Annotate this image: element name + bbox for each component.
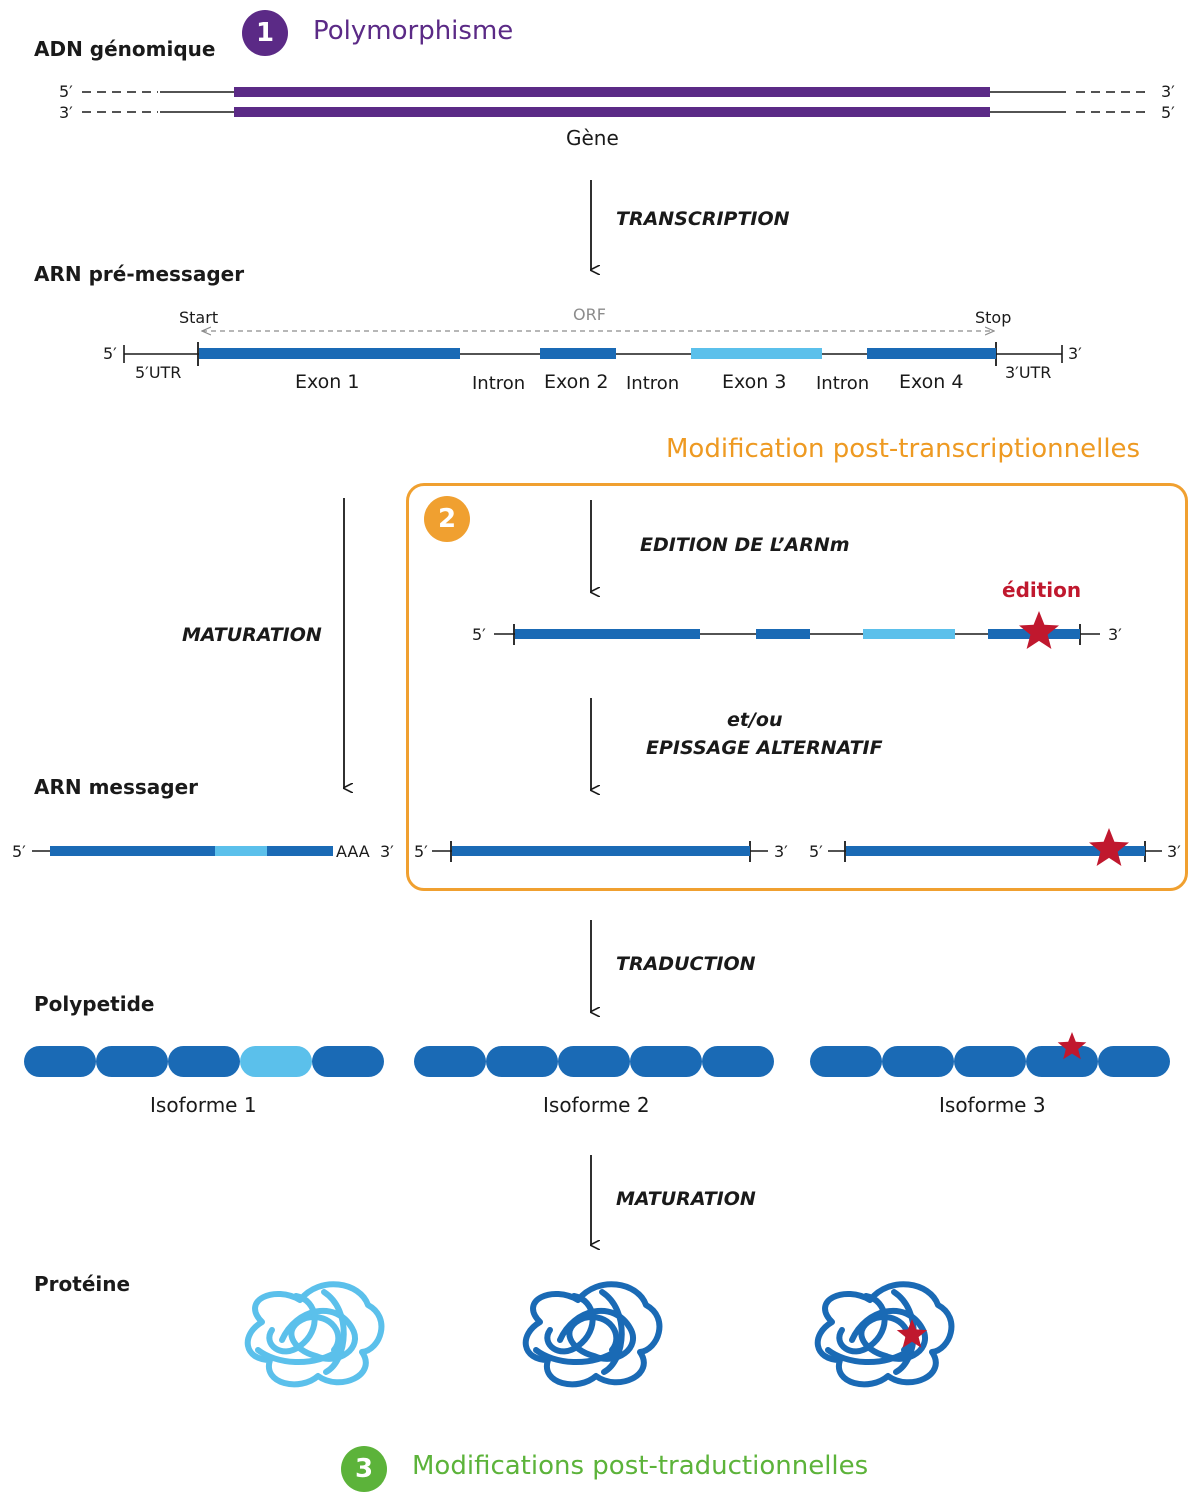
- edited-mrna-3prime: 3′: [1108, 625, 1122, 644]
- spliced-2-3prime: 3′: [1167, 842, 1181, 861]
- label-adn-genomique: ADN génomique: [34, 37, 216, 61]
- intron-1-label: Intron: [472, 373, 526, 394]
- mature-mrna-5prime: 5′: [12, 842, 26, 861]
- mature-mrna: [32, 846, 333, 856]
- post-transcriptional-box: [406, 483, 1188, 891]
- edition-label: édition: [1002, 578, 1082, 602]
- exon-1-label: Exon 1: [295, 371, 360, 393]
- spliced-mrna-2: [828, 828, 1162, 866]
- edit-star-protein: [896, 1319, 928, 1348]
- edited-mrna-5prime: 5′: [472, 625, 486, 644]
- utr3-label: 3′UTR: [1005, 363, 1052, 382]
- exon-1-bar: [199, 348, 460, 359]
- poly-a-tail: AAA: [336, 842, 370, 861]
- step-edition: EDITION DE L’ARNm: [640, 534, 850, 556]
- mature-mrna-3prime: 3′: [380, 842, 394, 861]
- spliced-1-3prime: 3′: [774, 842, 788, 861]
- exon-4-label: Exon 4: [899, 371, 964, 393]
- badge-2: 2: [424, 496, 470, 542]
- edit-star: [1019, 611, 1059, 649]
- dna-top-3prime: 3′: [1161, 82, 1175, 101]
- genomic-dna: [82, 87, 1150, 117]
- exon-3-bar: [691, 348, 822, 359]
- edit-star-polypeptide: [1057, 1032, 1087, 1060]
- step-epissage: EPISSAGE ALTERNATIF: [646, 737, 883, 759]
- polypeptide-isoform-2: [414, 1046, 774, 1077]
- spliced-mrna-1: [432, 841, 768, 862]
- label-arn-pre-messager: ARN pré-messager: [34, 262, 245, 286]
- title-post-transcriptional: Modification post-transcriptionnelles: [666, 434, 1141, 464]
- polypeptide-isoform-1: [24, 1046, 384, 1077]
- stop-label: Stop: [975, 308, 1012, 327]
- spliced-1-5prime: 5′: [414, 842, 428, 861]
- dna-top-5prime: 5′: [59, 82, 73, 101]
- gene-label: Gène: [566, 126, 619, 150]
- pre-mrna-5prime: 5′: [103, 344, 117, 363]
- step-transcription: TRANSCRIPTION: [616, 208, 790, 230]
- title-polymorphism: Polymorphisme: [313, 16, 514, 46]
- polypeptide-isoform-3: [810, 1032, 1170, 1077]
- protein-isoform-3: [814, 1281, 955, 1388]
- step-maturation: MATURATION: [182, 624, 322, 646]
- label-polypeptide: Polypetide: [34, 992, 155, 1016]
- exon-2-label: Exon 2: [544, 371, 609, 393]
- exon-2-bar: [540, 348, 616, 359]
- title-post-translational: Modifications post-traductionnelles: [412, 1451, 869, 1481]
- intron-3-label: Intron: [816, 373, 870, 394]
- protein-isoform-1: [244, 1281, 385, 1388]
- exon-4-bar: [867, 348, 996, 359]
- step-traduction: TRADUCTION: [616, 953, 756, 975]
- exon-3-label: Exon 3: [722, 371, 787, 393]
- edit-star-spliced: [1089, 828, 1129, 866]
- pre-mrna-3prime: 3′: [1068, 344, 1082, 363]
- start-label: Start: [179, 308, 219, 327]
- dna-bottom-5prime: 5′: [1161, 103, 1175, 122]
- isoform-3-label: Isoforme 3: [939, 1093, 1046, 1117]
- label-proteine: Protéine: [34, 1272, 131, 1296]
- spliced-2-5prime: 5′: [809, 842, 823, 861]
- edited-mrna: [494, 611, 1100, 649]
- pre-mrna: [123, 342, 1063, 366]
- dna-bottom-3prime: 3′: [59, 103, 73, 122]
- step-et-ou: et/ou: [727, 709, 783, 731]
- badge-1: 1: [242, 10, 288, 56]
- step-maturation-protein: MATURATION: [616, 1188, 756, 1210]
- intron-2-label: Intron: [626, 373, 680, 394]
- utr5-label: 5′UTR: [135, 363, 182, 382]
- badge-3: 3: [341, 1446, 387, 1492]
- protein-isoform-2: [522, 1281, 663, 1388]
- label-arn-messager: ARN messager: [34, 775, 199, 799]
- isoform-2-label: Isoforme 2: [543, 1093, 650, 1117]
- isoform-1-label: Isoforme 1: [150, 1093, 257, 1117]
- orf-label: ORF: [573, 305, 606, 324]
